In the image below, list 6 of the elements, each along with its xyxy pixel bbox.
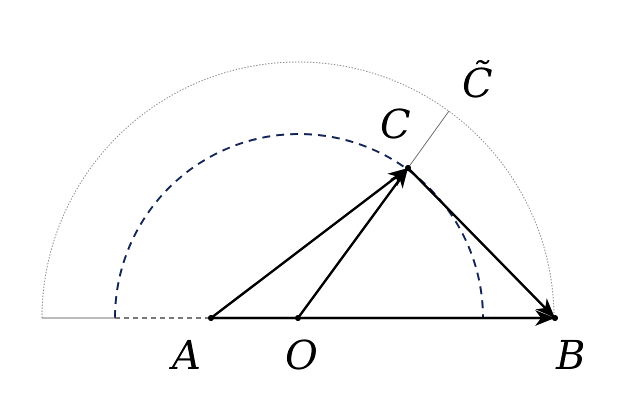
point-label: C [380,105,411,145]
arrow [211,310,555,326]
arrow [407,167,556,319]
point-label: O [285,336,318,376]
point-label: B [556,336,586,376]
line [408,110,450,168]
